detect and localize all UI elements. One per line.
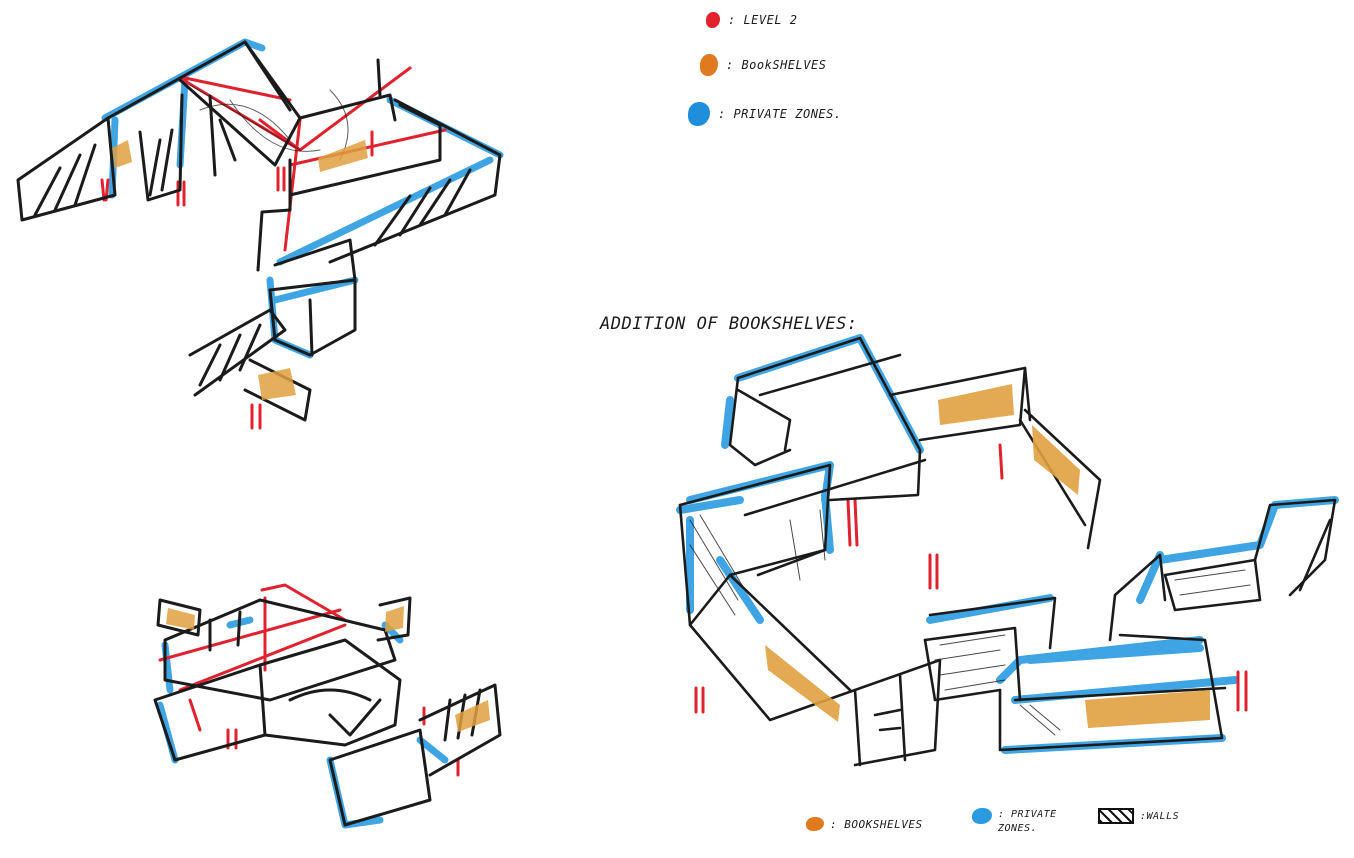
blue-swatch-icon [972, 808, 992, 824]
red-swatch-icon [706, 12, 720, 28]
legend-level2-label: : LEVEL 2 [728, 13, 798, 27]
addition-heading: ADDITION OF BOOKSHELVES: [600, 314, 858, 334]
sketch-right [680, 338, 1335, 765]
bottom-legend-bookshelves: : BOOKSHELVES [806, 817, 923, 831]
bottom-legend-bookshelves-label: : BOOKSHELVES [830, 818, 923, 831]
bottom-legend-private-zones: : PRIVATE ZONES. [972, 808, 1058, 836]
hatched-wall-icon [1098, 808, 1134, 824]
legend-private-zones-label: : PRIVATE ZONES. [718, 107, 842, 121]
sketch-top-left [18, 42, 500, 428]
legend-bookshelves-label: : BookSHELVES [726, 58, 826, 72]
orange-swatch-icon [806, 817, 824, 831]
sketch-bottom-left [155, 585, 500, 825]
legend-bookshelves: : BookSHELVES [700, 54, 826, 76]
blue-swatch-icon [688, 102, 710, 126]
orange-swatch-icon [700, 54, 718, 76]
bottom-legend-walls-label: :WALLS [1140, 811, 1179, 822]
bottom-legend-private-zones-label: : PRIVATE ZONES. [998, 808, 1058, 836]
legend-private-zones: : PRIVATE ZONES. [688, 102, 842, 126]
bottom-legend-walls: :WALLS [1098, 808, 1179, 824]
legend-level2: : LEVEL 2 [706, 12, 798, 28]
